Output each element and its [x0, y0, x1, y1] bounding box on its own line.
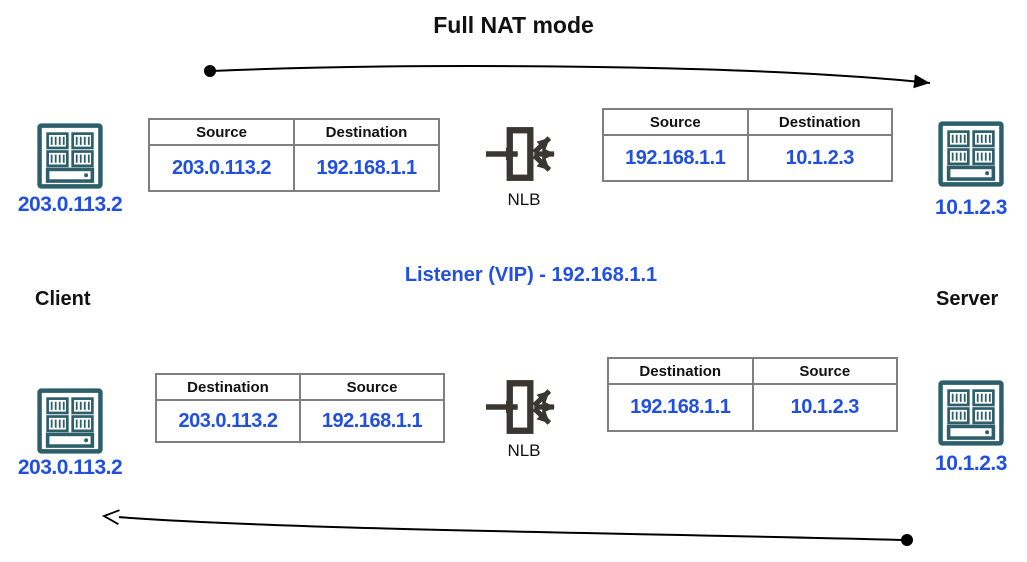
response-flow-arrow — [101, 509, 913, 546]
request-server-packet-table: Source Destination 192.168.1.1 10.1.2.3 — [602, 108, 893, 182]
response-client-packet-table: Destination Source 203.0.113.2 192.168.1… — [155, 373, 445, 443]
table-value-cell: 192.168.1.1 — [630, 396, 731, 418]
table-header-cell: Destination — [293, 120, 438, 144]
nlb-label: NLB — [507, 441, 541, 460]
table-value-cell: 203.0.113.2 — [171, 156, 272, 179]
table-header-cell: Destination — [639, 362, 722, 380]
table-header-cell: Destination — [187, 378, 269, 396]
client-role-label: Client — [35, 288, 91, 310]
table-value-cell: 203.0.113.2 — [178, 409, 278, 432]
table-value-cell: 10.1.2.3 — [746, 136, 892, 180]
listener-vip-label: Listener (VIP) - 192.168.1.1 — [404, 264, 658, 286]
table-value-cell: 192.168.1.1 — [625, 146, 726, 169]
server-server-rack-icon — [936, 120, 1006, 188]
table-value-cell: 192.168.1.1 — [299, 401, 443, 441]
server-role-label: Server — [936, 288, 999, 310]
table-value-cell: 192.168.1.1 — [293, 146, 438, 190]
load-balancer-icon — [486, 375, 562, 439]
response-server-packet-table: Destination Source 192.168.1.1 10.1.2.3 — [607, 357, 898, 432]
nlb-label: NLB — [507, 190, 541, 209]
server-server-rack-icon — [936, 379, 1006, 447]
table-header-cell: Destination — [746, 110, 892, 134]
server-ip-label: 10.1.2.3 — [935, 196, 1007, 219]
table-header-cell: Source — [196, 123, 247, 141]
table-header-cell: Source — [299, 375, 443, 399]
request-client-packet-table: Source Destination 203.0.113.2 192.168.1… — [148, 118, 440, 192]
table-header-cell: Source — [751, 359, 897, 383]
table-header-cell: Source — [649, 113, 701, 131]
client-server-rack-icon — [35, 387, 105, 455]
request-flow-arrow — [204, 65, 931, 89]
table-value-cell: 10.1.2.3 — [751, 385, 897, 430]
client-server-rack-icon — [35, 122, 105, 190]
client-ip-label: 203.0.113.2 — [17, 456, 123, 479]
client-ip-label: 203.0.113.2 — [17, 193, 123, 216]
load-balancer-icon — [486, 122, 562, 186]
server-ip-label: 10.1.2.3 — [935, 452, 1007, 475]
diagram-title: Full NAT mode — [433, 12, 594, 38]
